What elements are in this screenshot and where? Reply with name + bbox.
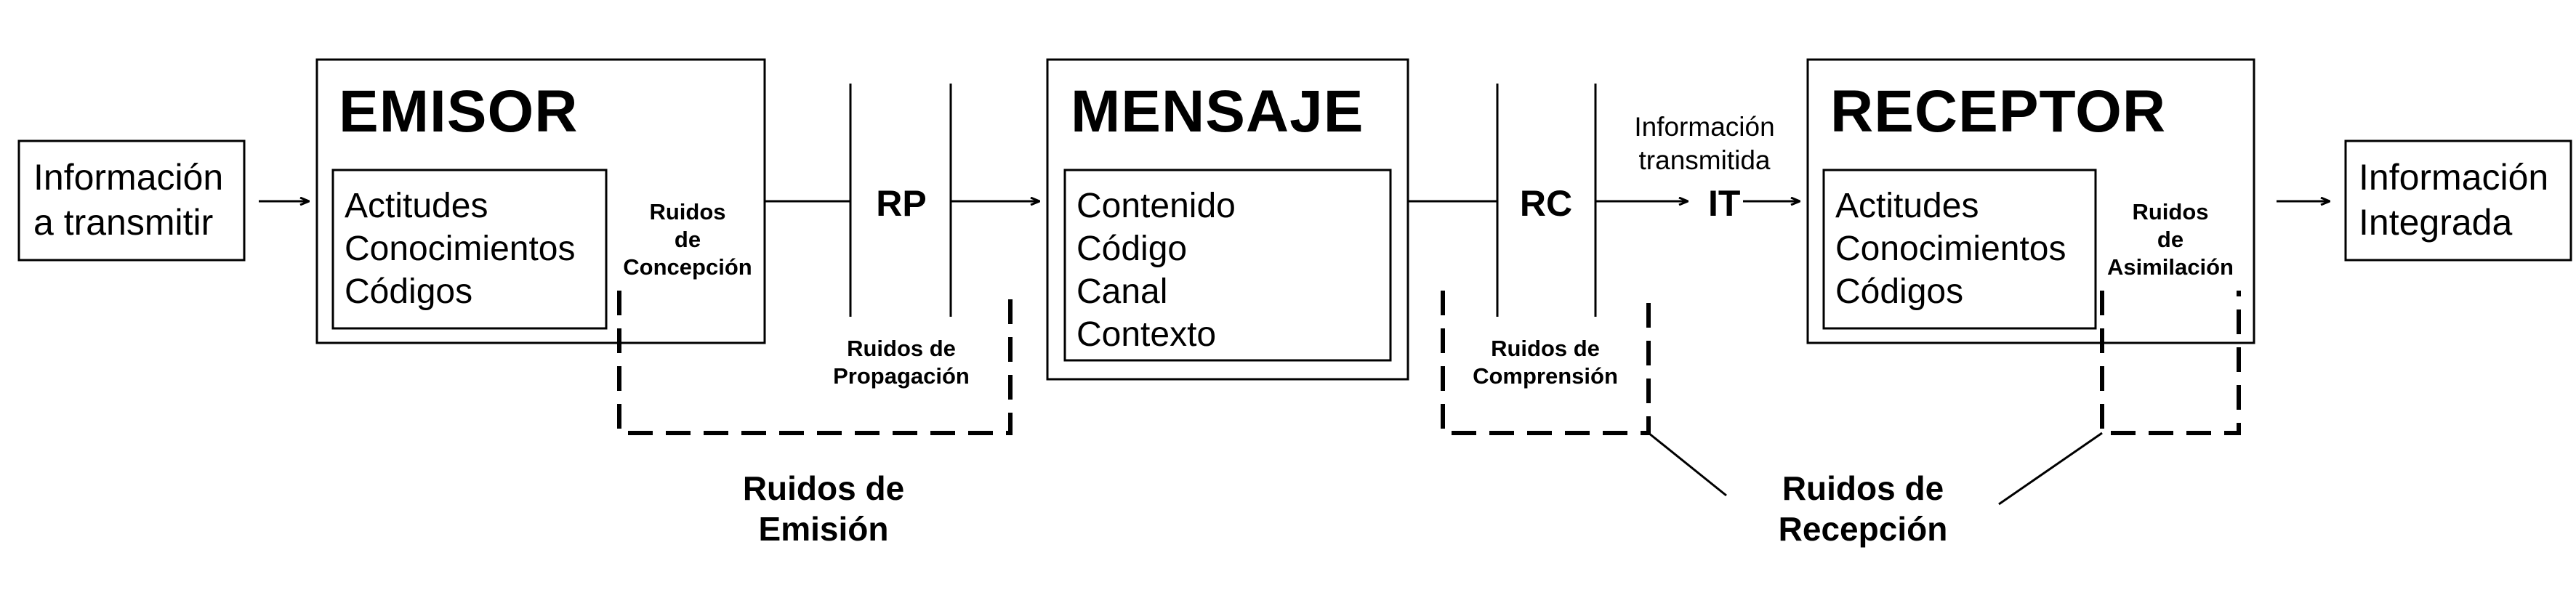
comprehension-noise-line: Ruidos de <box>1491 336 1600 361</box>
comprehension-noise-dashed-bracket <box>1441 291 1651 435</box>
propagation-noise-line: Propagación <box>833 363 970 389</box>
conception-noise-label: Ruidos de Concepción <box>615 198 760 281</box>
mensaje-item: Contenido <box>1076 187 1236 225</box>
receptor-title: RECEPTOR <box>1830 78 2167 145</box>
emisor-item: Actitudes <box>345 187 488 225</box>
propagation-noise-label: Ruidos de Propagación <box>821 335 981 390</box>
comprehension-code: RC <box>1519 183 1573 224</box>
propagation-noise-line: Ruidos de <box>847 336 956 361</box>
assimilation-noise-line: Ruidos <box>2132 199 2209 224</box>
input-box <box>17 139 246 262</box>
receptor-inner-box <box>1822 169 2097 330</box>
assimilation-noise-line: de <box>2157 227 2184 252</box>
emission-noise-dashed-bracket <box>617 291 1013 435</box>
emisor-items: Actitudes Conocimientos Códigos <box>345 185 575 313</box>
reception-noise-label: Ruidos de Recepción <box>1754 468 1972 549</box>
conception-noise-line: de <box>674 227 701 252</box>
emission-noise-line: Ruidos de <box>742 469 905 507</box>
mensaje-item: Código <box>1076 230 1188 268</box>
output-box <box>2344 139 2572 262</box>
conception-noise-line: Ruidos <box>649 199 726 224</box>
receptor-item: Conocimientos <box>1835 230 2066 268</box>
receptor-box <box>1806 58 2255 344</box>
mensaje-box <box>1046 58 1409 381</box>
output-label-line: Integrada <box>2359 202 2513 243</box>
emisor-inner-box <box>331 169 608 330</box>
emission-noise-label: Ruidos de Emisión <box>715 468 933 549</box>
transmitted-line: transmitida <box>1638 145 1771 175</box>
assimilation-noise-dashed-bracket <box>2100 291 2241 435</box>
assimilation-noise-line: Asimilación <box>2107 254 2234 280</box>
comprehension-noise-label: Ruidos de Comprensión <box>1458 335 1633 390</box>
receptor-item: Actitudes <box>1835 187 1979 225</box>
conception-noise-line: Concepción <box>623 254 752 280</box>
mensaje-item: Contexto <box>1076 315 1217 354</box>
mensaje-title: MENSAJE <box>1071 78 1364 145</box>
input-label-line: a transmitir <box>33 202 214 243</box>
emisor-item: Códigos <box>345 272 473 311</box>
input-label-line: Información <box>33 157 224 198</box>
input-label: Información a transmitir <box>33 155 223 245</box>
mensaje-inner-box <box>1063 169 1392 362</box>
transmitted-code: IT <box>1708 183 1741 224</box>
transmitted-line: Información <box>1634 112 1775 142</box>
transmitted-label: Información transmitida <box>1617 110 1792 177</box>
emission-noise-line: Emisión <box>758 510 889 548</box>
assimilation-noise-label: Ruidos de Asimilación <box>2099 198 2242 281</box>
output-label-line: Información <box>2359 157 2549 198</box>
receptor-items: Actitudes Conocimientos Códigos <box>1835 185 2066 313</box>
emisor-title: EMISOR <box>339 78 579 145</box>
comprehension-noise-line: Comprensión <box>1473 363 1618 389</box>
reception-noise-line: Ruidos de <box>1782 469 1944 507</box>
receptor-item: Códigos <box>1835 272 1964 311</box>
reception-noise-line: Recepción <box>1778 510 1948 548</box>
reception-pointer-right <box>1998 432 2103 506</box>
emisor-item: Conocimientos <box>345 230 576 268</box>
mensaje-items: Contenido Código Canal Contexto <box>1076 185 1236 356</box>
output-label: Información Integrada <box>2359 155 2548 245</box>
reception-pointer-left <box>1648 432 1727 497</box>
propagation-code: RP <box>876 183 927 224</box>
mensaje-item: Canal <box>1076 272 1168 311</box>
